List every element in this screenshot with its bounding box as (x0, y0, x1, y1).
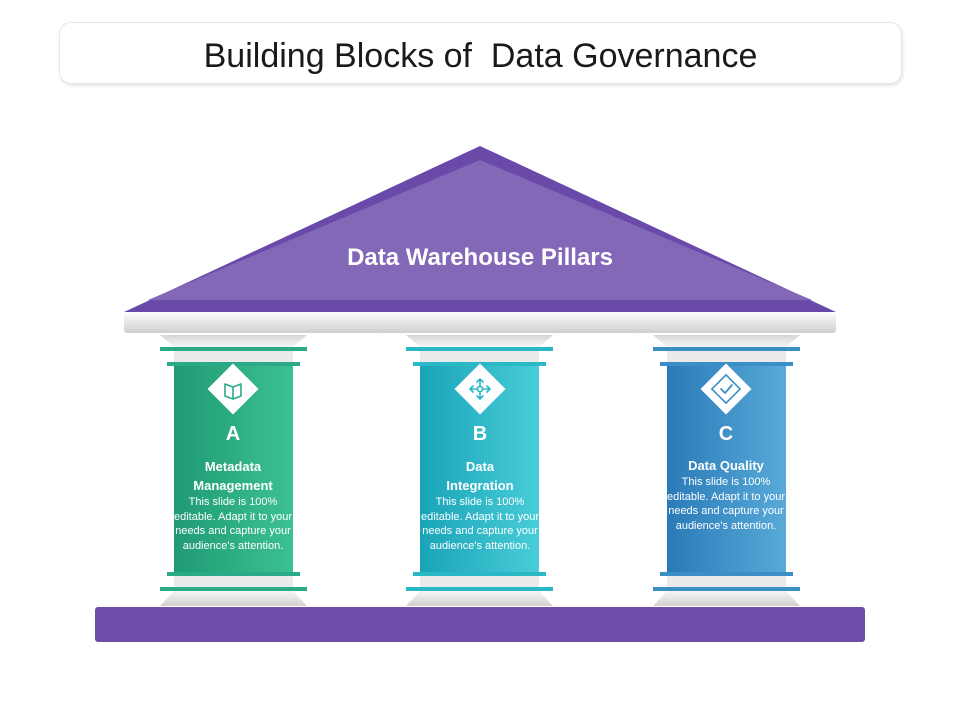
roof (124, 146, 836, 312)
roof-label: Data Warehouse Pillars (347, 244, 613, 271)
pillar-c-text: Data Quality This slide is 100% editable… (665, 456, 787, 533)
pillar-a-letter: A (225, 423, 241, 445)
pillar-b-text: Data Integration This slide is 100% edit… (419, 457, 541, 553)
roof-beam (124, 312, 836, 333)
pillar-b-description: This slide is 100% editable. Adapt it to… (420, 496, 540, 552)
temple-base (95, 607, 865, 642)
title-box: Building Blocks of Data Governance (59, 22, 902, 84)
pillar-a-description: This slide is 100% editable. Adapt it to… (173, 496, 293, 552)
pillar-c-letter: C (718, 423, 734, 445)
checkmark-icon (700, 363, 752, 415)
pillar-b-letter: B (472, 423, 488, 445)
pillar-a-heading: Metadata Management (193, 459, 273, 493)
pillar-c-description: This slide is 100% editable. Adapt it to… (666, 476, 786, 532)
page-title: Building Blocks of Data Governance (203, 37, 758, 75)
pillar-c-heading: Data Quality (688, 458, 764, 473)
pillar-b-heading: Data Integration (446, 459, 514, 493)
pillar-a-text: Metadata Management This slide is 100% e… (172, 457, 294, 553)
